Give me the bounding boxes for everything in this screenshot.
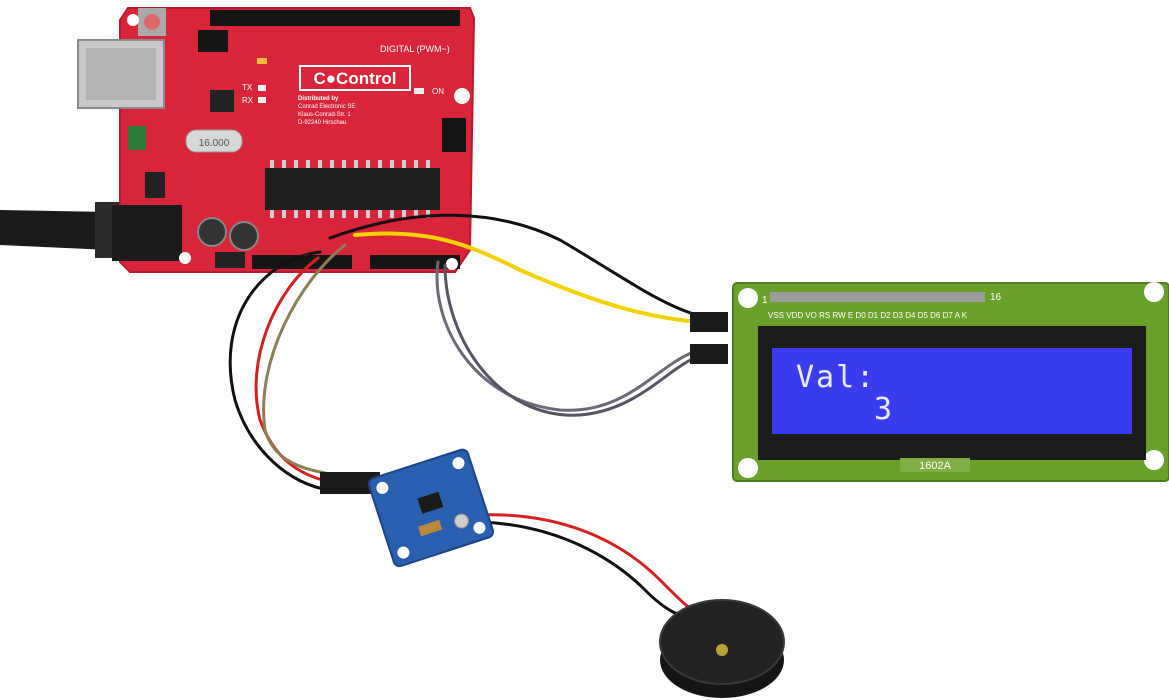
distributor-line-3: Klaus-Conrad-Str. 1 bbox=[298, 112, 351, 118]
lcd-model-label: 1602A bbox=[919, 460, 951, 472]
crystal bbox=[185, 129, 243, 153]
wire-black-buzzer bbox=[478, 520, 702, 622]
wire-black-lcd bbox=[328, 213, 702, 318]
on-led-label: ON bbox=[432, 87, 444, 96]
arduino-board: 16.000 DIGITAL (PWM~) ON TX bbox=[77, 7, 476, 273]
wire-red-buzzer bbox=[478, 513, 702, 617]
crystal-label: 16.000 bbox=[199, 138, 230, 149]
wire-gray-1 bbox=[435, 260, 702, 412]
distributor-line-4: D-92240 Hirschau bbox=[298, 120, 346, 126]
brand-logo: C●Control bbox=[314, 69, 397, 88]
brand-logo-box bbox=[299, 65, 411, 91]
digital-label: DIGITAL (PWM~) bbox=[380, 44, 450, 54]
microcontroller-chip bbox=[265, 168, 440, 210]
wire-yellow bbox=[353, 231, 702, 324]
lcd-pin-labels: VSS VDD VO RS RW E D0 D1 D2 D3 D4 D5 D6 … bbox=[768, 311, 968, 320]
wires bbox=[228, 213, 728, 622]
lcd-line-1: Val: bbox=[796, 360, 877, 395]
lcd-pin-first: 1 bbox=[762, 295, 768, 306]
wire-black-sensor bbox=[228, 250, 332, 492]
power-cable bbox=[0, 202, 125, 258]
lcd-pin-last: 16 bbox=[990, 292, 1002, 303]
lcd-pin-header bbox=[770, 292, 985, 302]
lcd-screen bbox=[772, 348, 1132, 434]
lcd-module: 1 16 VSS VDD VO RS RW E D0 D1 D2 D3 D4 D… bbox=[732, 282, 1169, 482]
distributor-line-2: Conrad Electronic SE bbox=[298, 104, 355, 110]
capacitor bbox=[229, 221, 259, 251]
trimmer-pot bbox=[454, 513, 470, 529]
dc-jack bbox=[112, 205, 182, 261]
distributor-line-1: Distributed by bbox=[298, 96, 339, 102]
sensor-chip bbox=[417, 491, 444, 514]
piezo-buzzer bbox=[659, 599, 785, 698]
lcd-line-2: 3 bbox=[874, 392, 895, 427]
wire-red-sensor bbox=[254, 256, 332, 484]
digital-header bbox=[210, 10, 460, 26]
capacitor bbox=[197, 217, 227, 247]
power-header bbox=[252, 255, 352, 269]
tx-led-label: TX bbox=[242, 83, 253, 92]
sensor-breakout bbox=[367, 448, 495, 568]
wire-olive-sensor bbox=[262, 243, 347, 476]
rx-led-label: RX bbox=[242, 96, 254, 105]
wire-gray-2 bbox=[443, 263, 702, 417]
